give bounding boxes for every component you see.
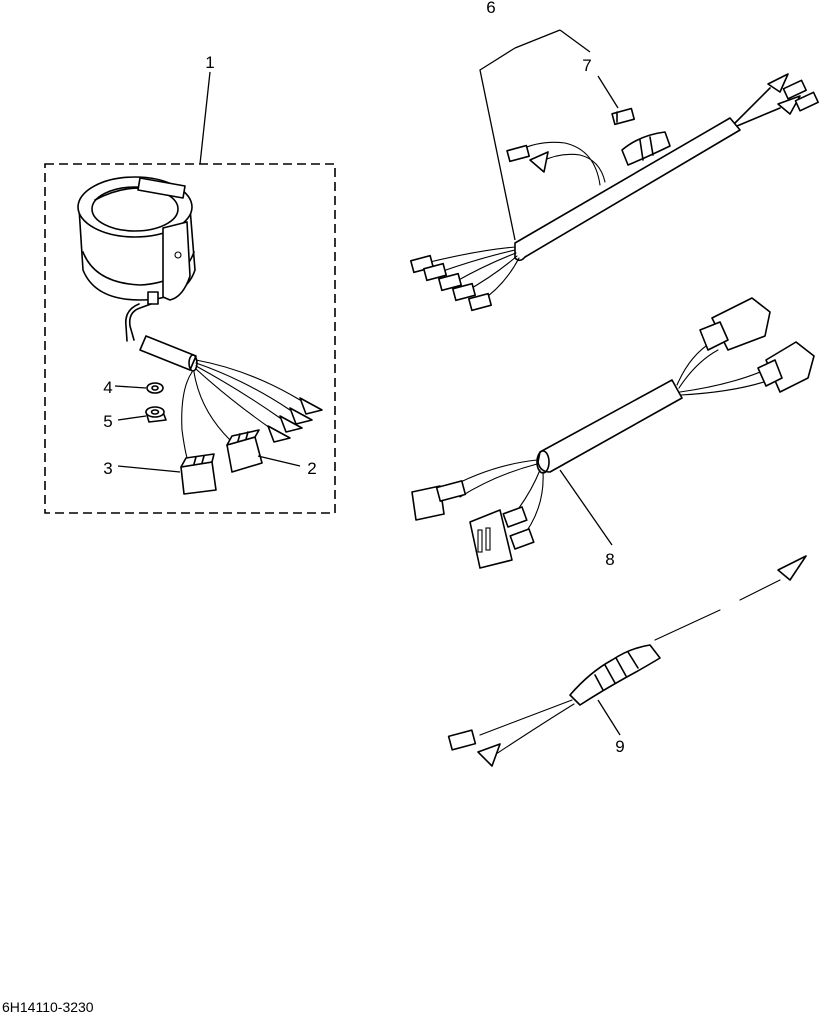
- gauge-assembly: [77, 176, 323, 466]
- callout-5: 5: [103, 412, 112, 431]
- wiring-harness-6: [409, 73, 819, 312]
- leader-lines: [114, 29, 621, 736]
- callout-7: 7: [582, 56, 591, 75]
- coupler-3: [180, 453, 217, 495]
- callout-9: 9: [615, 737, 624, 756]
- fuse-7: [611, 107, 636, 126]
- callout-3: 3: [103, 459, 112, 478]
- callout-6: 6: [486, 0, 495, 17]
- reference-code: 6H14110-3230: [2, 999, 94, 1015]
- washer-4: [146, 382, 164, 394]
- callout-2: 2: [307, 459, 316, 478]
- coupler-2: [226, 429, 263, 473]
- callout-4: 4: [103, 378, 112, 397]
- wiring-harness-8: [411, 297, 815, 569]
- nut-5: [145, 406, 167, 423]
- kit-boundary: [44, 163, 336, 514]
- wiring-harness-9: [447, 555, 807, 767]
- callout-8: 8: [605, 550, 614, 569]
- callout-1: 1: [205, 53, 214, 72]
